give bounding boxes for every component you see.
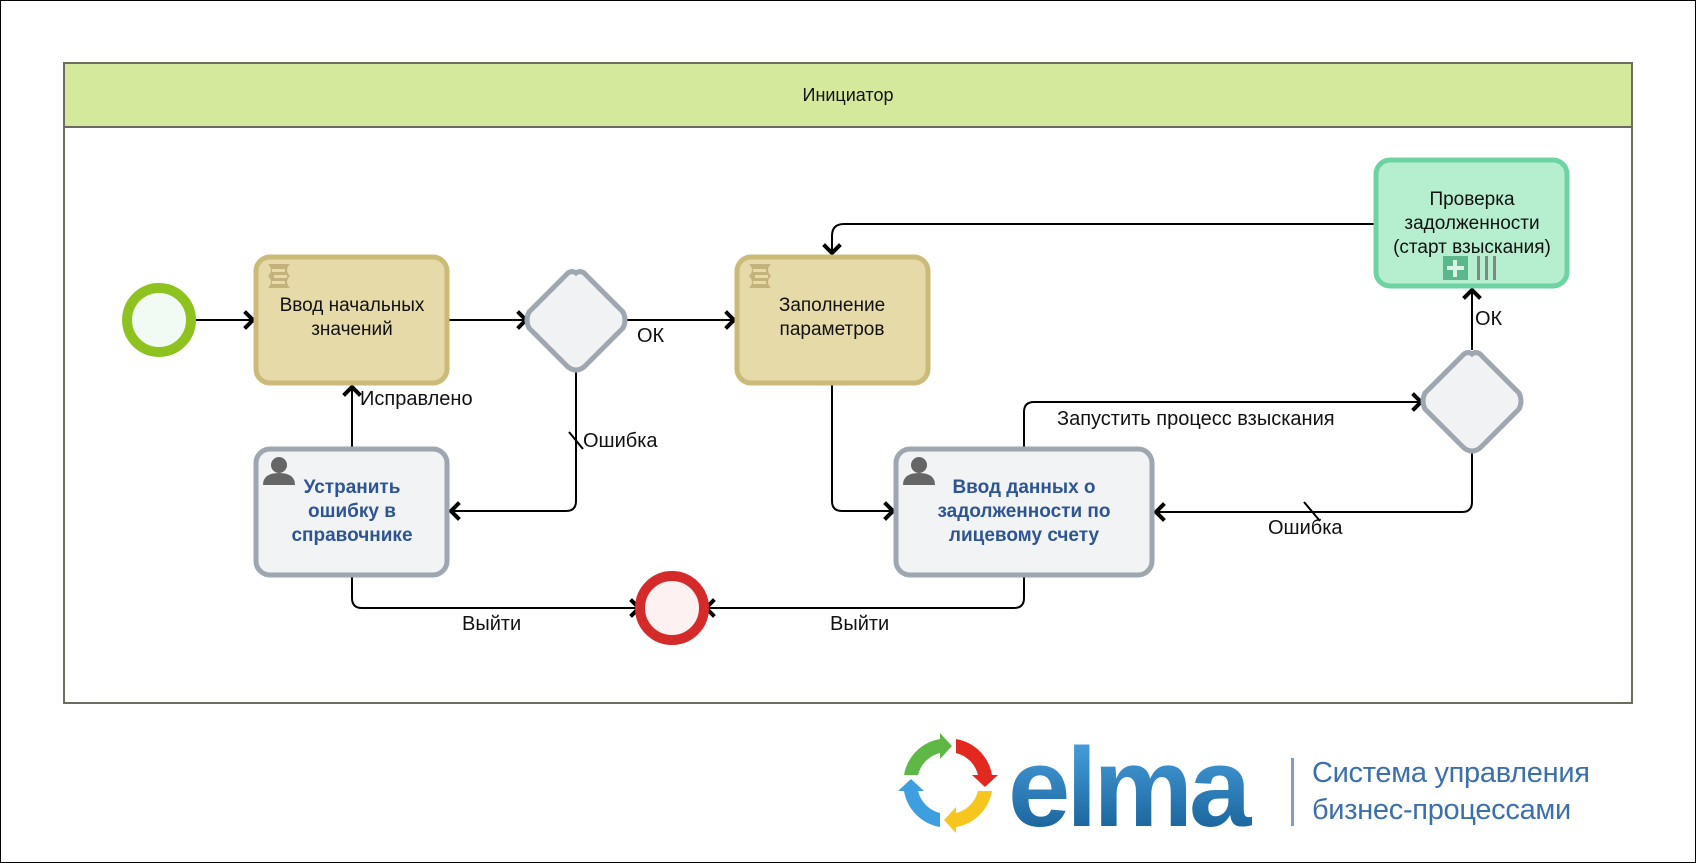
cycle-arrows-icon (898, 733, 998, 833)
user-icon (263, 457, 295, 485)
end-event-circle[interactable] (635, 571, 709, 645)
flow-label-error-1: Ошибка (583, 430, 658, 452)
flow-start-collection[interactable] (1023, 401, 1420, 447)
elma-logo: elma (898, 725, 1256, 850)
script-icon (268, 264, 290, 288)
multi-instance-parallel-icon (1477, 256, 1496, 280)
flow-label-exit-2: Выйти (830, 613, 889, 635)
arrowhead-icon (243, 310, 256, 330)
logo-tagline: Система управления бизнес-процессами (1312, 755, 1590, 829)
subprocess-box[interactable] (1373, 157, 1570, 289)
exclusive-gateway-2[interactable] (1420, 350, 1524, 454)
task-box[interactable] (734, 254, 931, 386)
start-event-circle[interactable] (122, 283, 196, 357)
flow-label-fixed: Исправлено (360, 388, 473, 410)
arrowhead-icon (342, 384, 362, 397)
flow-exit-2[interactable] (706, 577, 1025, 609)
gateway-diamond[interactable] (524, 269, 628, 373)
tagline-line-1: Система управления (1312, 757, 1590, 789)
arrowhead-icon (724, 310, 737, 330)
flow-label-error-2: Ошибка (1268, 517, 1343, 539)
logo-divider (1291, 758, 1294, 826)
default-flow-slash (1303, 501, 1321, 522)
arrowhead-icon (448, 501, 461, 521)
lane-title: Инициатор (803, 85, 894, 105)
task-box[interactable] (893, 446, 1155, 578)
end-event[interactable] (635, 571, 709, 645)
flow-label-start-collection: Запустить процесс взыскания (1057, 408, 1335, 430)
tagline-line-2: бизнес-процессами (1312, 794, 1571, 826)
arrowhead-icon (822, 243, 842, 256)
expand-plus-icon[interactable] (1443, 256, 1468, 280)
lane-header[interactable] (63, 62, 1633, 128)
exclusive-gateway-1[interactable] (524, 269, 628, 373)
flow-subprocess-to-params[interactable] (831, 223, 1374, 253)
start-event[interactable] (122, 283, 196, 357)
gateway-diamond[interactable] (1420, 350, 1524, 454)
user-icon (903, 457, 935, 485)
arrowhead-icon (1153, 502, 1166, 522)
task-box[interactable] (253, 254, 450, 386)
script-icon (749, 264, 771, 288)
arrowhead-icon (883, 501, 896, 521)
flow-label-exit-1: Выйти (462, 613, 521, 635)
default-flow-slash (568, 431, 584, 450)
flow-params-to-debt-entry[interactable] (831, 385, 892, 512)
task-box[interactable] (253, 446, 450, 578)
arrowhead-icon (1462, 287, 1482, 300)
elma-brand-text: elma (1008, 725, 1252, 850)
flow-exit-1[interactable] (351, 577, 638, 609)
flow-label-ok-1: ОК (637, 325, 665, 347)
flow-label-ok-2: ОК (1475, 308, 1503, 330)
sequence-flows: ОК Ошибка Исправлено Выйти Выйти Запусти… (193, 223, 1503, 635)
flow-error-2[interactable] (1156, 452, 1473, 513)
flow-error-1[interactable] (451, 371, 577, 512)
